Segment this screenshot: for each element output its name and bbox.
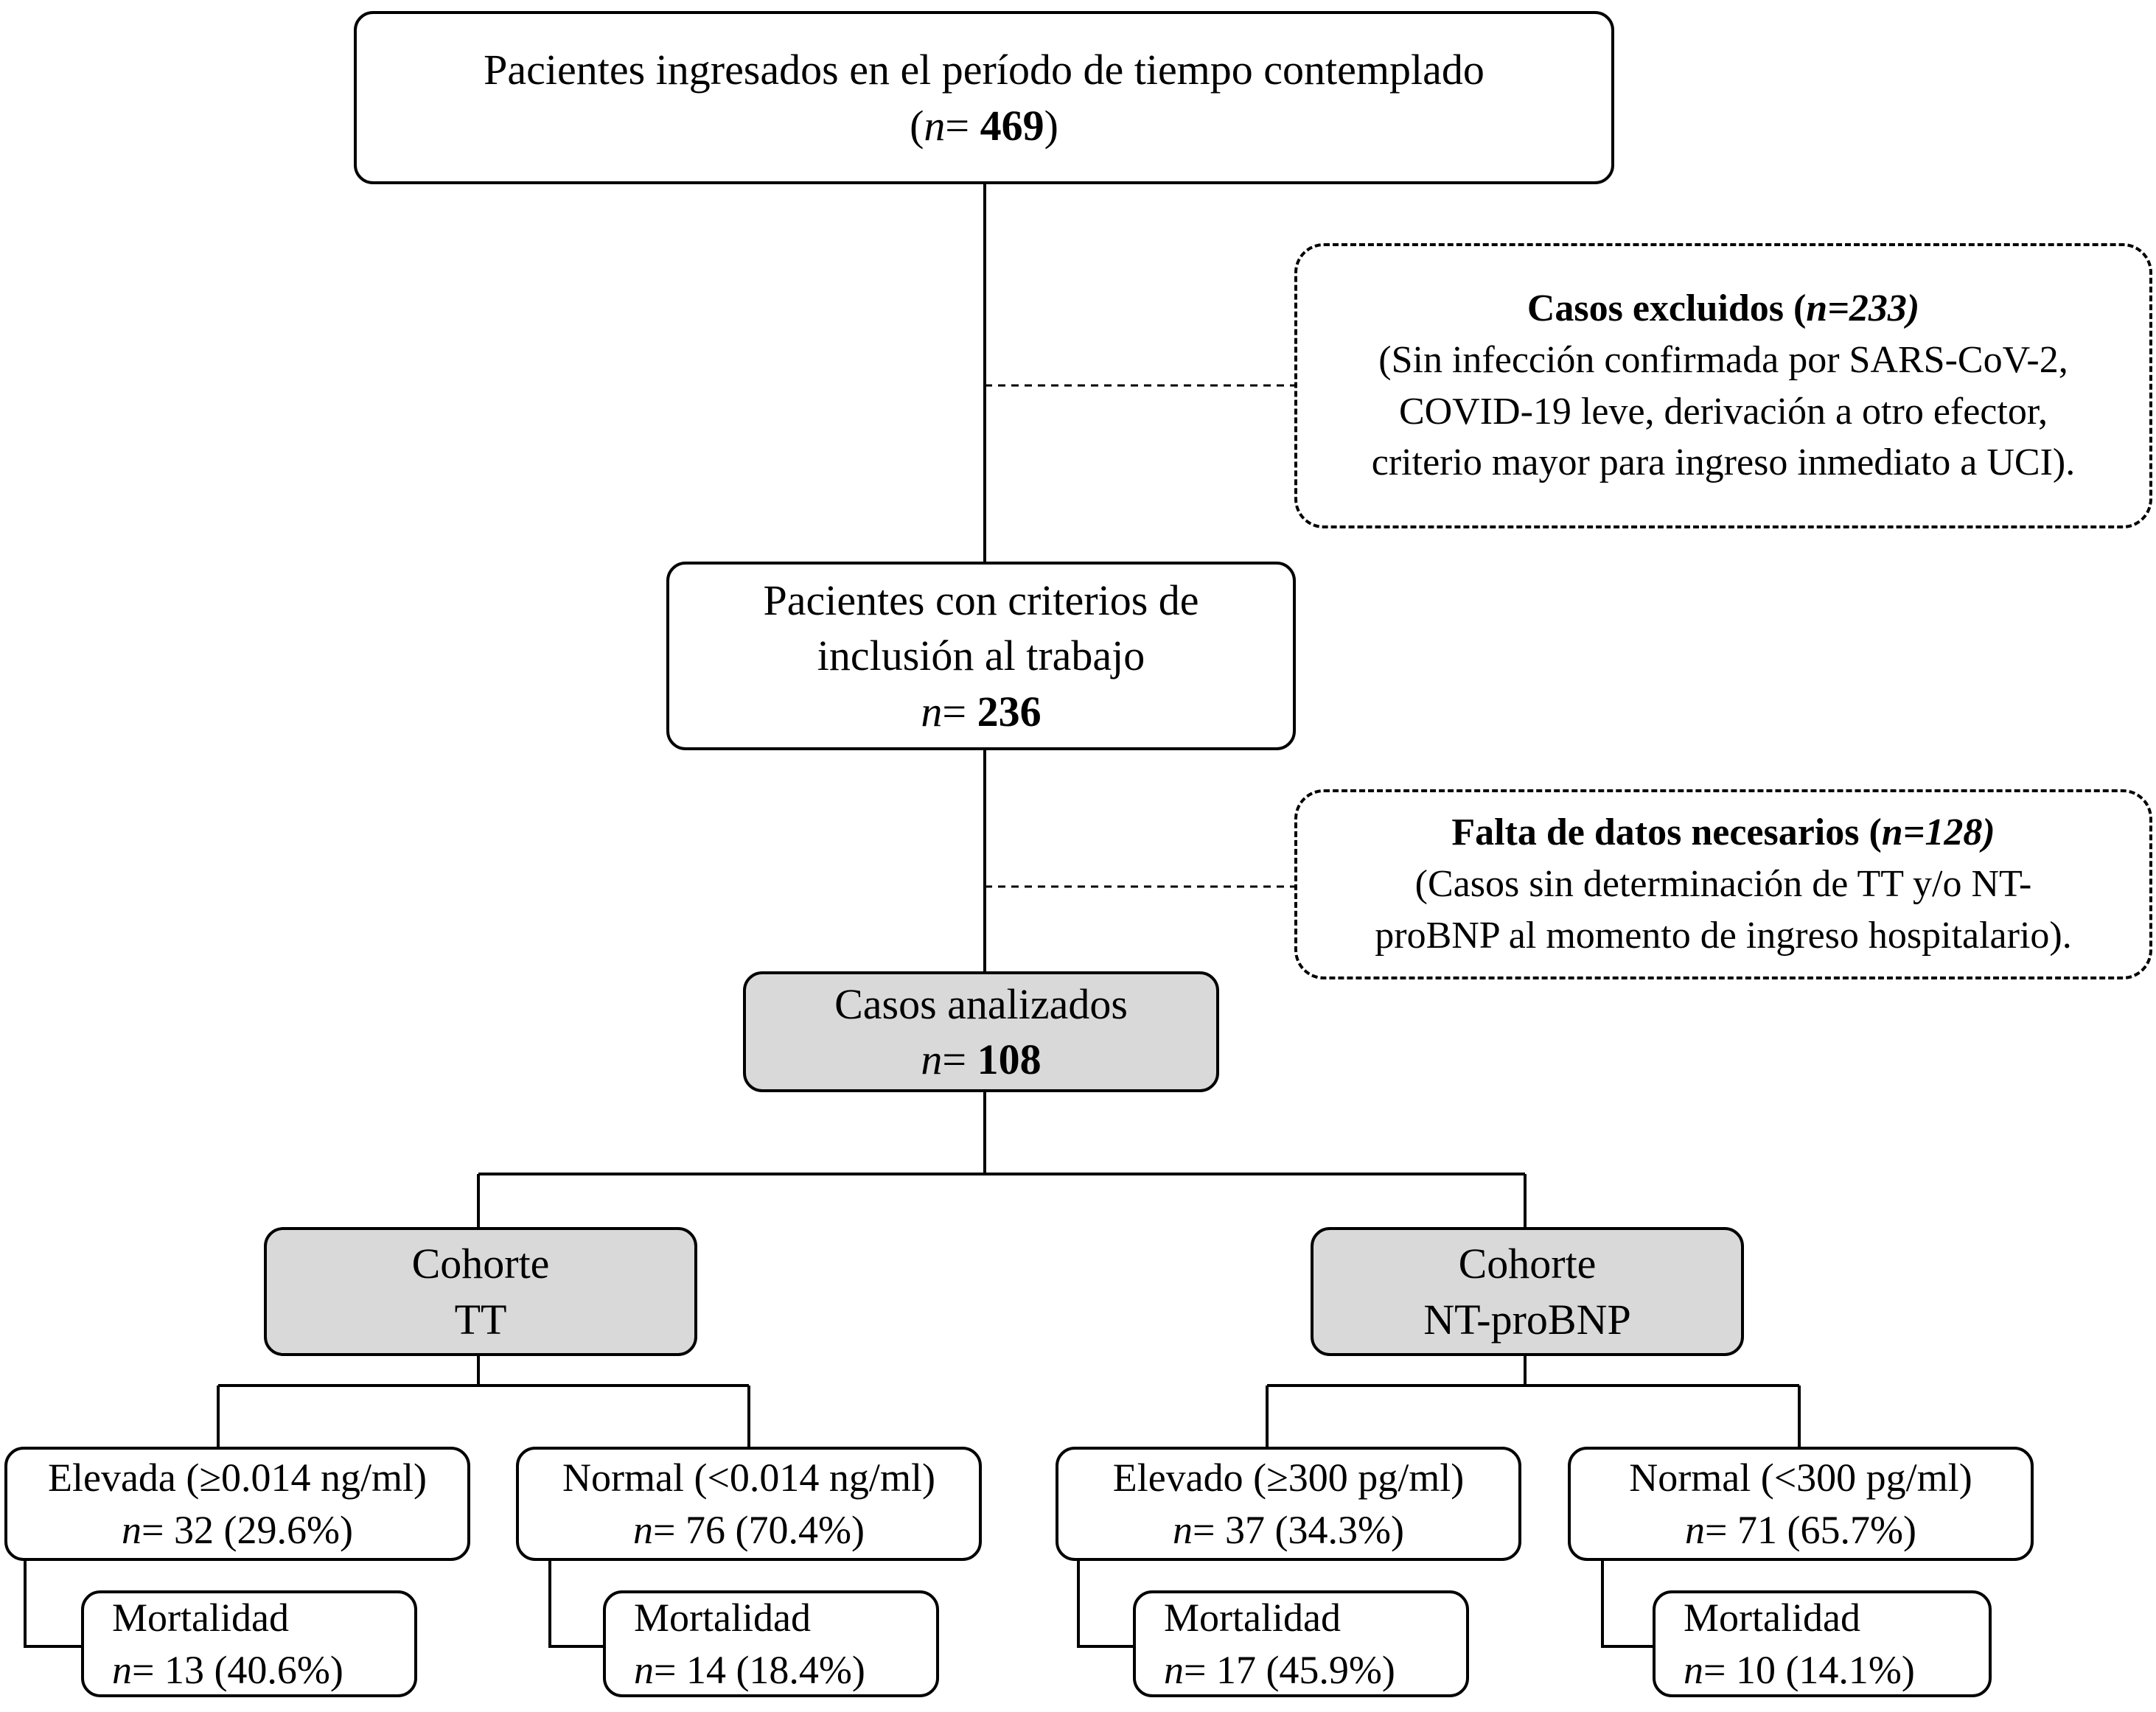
mortality-count: n= 13 (40.6%): [112, 1647, 343, 1692]
mortality-count: n= 14 (18.4%): [634, 1647, 865, 1692]
group-tt-normal-box: Normal (<0.014 ng/ml) n= 76 (70.4%): [516, 1447, 982, 1561]
mortality-label: Mortalidad: [1164, 1596, 1341, 1641]
missing-data-line: proBNP al momento de ingreso hospitalari…: [1375, 914, 2072, 957]
group-count: n= 37 (34.3%): [1173, 1507, 1404, 1552]
admitted-patients-box: Pacientes ingresados en el período de ti…: [354, 11, 1614, 184]
excluded-cases-line: (Sin infección confirmada por SARS-CoV-2…: [1378, 338, 2068, 381]
inclusion-criteria-label: Pacientes con criterios de: [763, 576, 1199, 624]
excluded-cases-title: Casos excluidos (n=233): [1527, 287, 1920, 330]
mortality-label: Mortalidad: [112, 1596, 289, 1641]
connector-mort-3: [1077, 1561, 1133, 1648]
cohort-ntprobnp-name: NT-proBNP: [1423, 1295, 1631, 1344]
connector-mort-2: [548, 1561, 603, 1648]
group-tt-elevated-box: Elevada (≥0.014 ng/ml) n= 32 (29.6%): [4, 1447, 470, 1561]
cohort-tt-name: TT: [454, 1295, 507, 1344]
mortality-count: n= 17 (45.9%): [1164, 1647, 1395, 1692]
mortality-count: n= 10 (14.1%): [1684, 1647, 1915, 1692]
inclusion-criteria-label: inclusión al trabajo: [817, 632, 1145, 680]
group-label: Normal (<0.014 ng/ml): [562, 1456, 935, 1500]
inclusion-criteria-box: Pacientes con criterios de inclusión al …: [666, 562, 1296, 750]
missing-data-line: (Casos sin determinación de TT y/o NT-: [1414, 863, 2032, 906]
excluded-cases-line: COVID-19 leve, derivación a otro efector…: [1398, 390, 2048, 433]
cohort-tt-label: Cohorte: [411, 1240, 550, 1288]
group-label: Normal (<300 pg/ml): [1629, 1456, 1972, 1500]
missing-data-box: Falta de datos necesarios (n=128) (Casos…: [1294, 789, 2152, 979]
cohort-ntprobnp-label: Cohorte: [1458, 1240, 1597, 1288]
cohort-tt-box: Cohorte TT: [264, 1227, 697, 1356]
admitted-patients-count: (n= 469): [910, 101, 1058, 150]
mortality-ntprobnp-normal-box: Mortalidad n= 10 (14.1%): [1653, 1590, 1992, 1697]
group-ntprobnp-elevated-box: Elevado (≥300 pg/ml) n= 37 (34.3%): [1056, 1447, 1521, 1561]
mortality-label: Mortalidad: [634, 1596, 811, 1641]
mortality-ntprobnp-elevated-box: Mortalidad n= 17 (45.9%): [1133, 1590, 1469, 1697]
admitted-patients-label: Pacientes ingresados en el período de ti…: [484, 46, 1485, 94]
group-label: Elevado (≥300 pg/ml): [1112, 1456, 1465, 1500]
group-ntprobnp-normal-box: Normal (<300 pg/ml) n= 71 (65.7%): [1568, 1447, 2034, 1561]
group-count: n= 32 (29.6%): [122, 1507, 353, 1552]
analyzed-cases-box: Casos analizados n= 108: [743, 971, 1219, 1092]
analyzed-cases-label: Casos analizados: [834, 979, 1128, 1028]
mortality-tt-normal-box: Mortalidad n= 14 (18.4%): [603, 1590, 939, 1697]
cohort-ntprobnp-box: Cohorte NT-proBNP: [1311, 1227, 1744, 1356]
excluded-cases-box: Casos excluidos (n=233) (Sin infección c…: [1294, 243, 2152, 528]
group-count: n= 76 (70.4%): [633, 1507, 865, 1552]
connector-mort-1: [24, 1561, 81, 1648]
inclusion-criteria-count: n= 236: [921, 687, 1042, 736]
analyzed-cases-count: n= 108: [921, 1035, 1042, 1083]
group-count: n= 71 (65.7%): [1685, 1507, 1916, 1552]
excluded-cases-line: criterio mayor para ingreso inmediato a …: [1371, 441, 2076, 484]
mortality-tt-elevated-box: Mortalidad n= 13 (40.6%): [81, 1590, 417, 1697]
missing-data-title: Falta de datos necesarios (n=128): [1451, 811, 1995, 854]
mortality-label: Mortalidad: [1684, 1596, 1860, 1641]
connector-mort-4: [1601, 1561, 1653, 1648]
group-label: Elevada (≥0.014 ng/ml): [47, 1456, 427, 1500]
